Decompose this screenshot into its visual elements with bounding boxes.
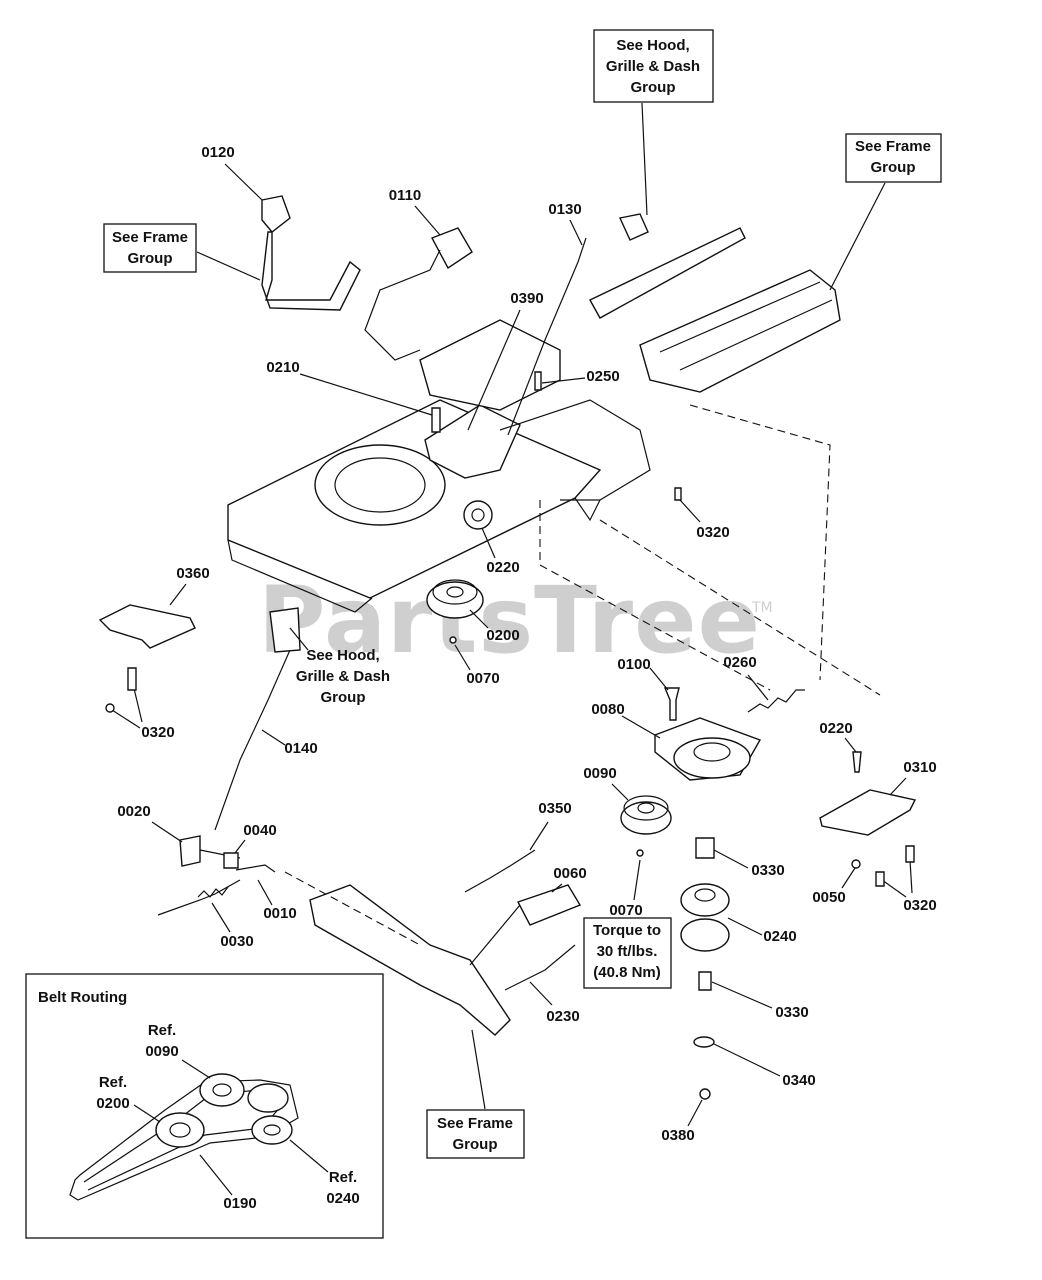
label-0320-right: 0320 [903, 897, 936, 914]
label-0090: 0090 [583, 765, 616, 782]
part-0100-bolt [663, 687, 680, 721]
label-0120: 0120 [201, 144, 234, 161]
label-0250: 0250 [586, 368, 619, 385]
callout-frame-left: See Frame Group [103, 223, 261, 281]
svg-text:Group: Group [128, 250, 173, 267]
part-0090-pulley [620, 795, 672, 835]
callout-frame-right: See Frame Group [829, 133, 942, 291]
svg-text:Grille & Dash: Grille & Dash [606, 58, 700, 75]
svg-text:Torque to: Torque to [593, 922, 661, 939]
part-0330-spacer-low [698, 971, 712, 991]
svg-text:Group: Group [321, 689, 366, 706]
svg-text:See Hood,: See Hood, [306, 647, 379, 664]
svg-text:(40.8 Nm): (40.8 Nm) [593, 964, 661, 981]
label-0240: 0240 [763, 928, 796, 945]
part-0380-nut [699, 1088, 711, 1100]
inset-label-0190: 0190 [223, 1195, 256, 1212]
label-0330-top: 0330 [751, 862, 784, 879]
label-0140: 0140 [284, 740, 317, 757]
part-0350-pedal-arm [309, 849, 582, 1036]
svg-text:Group: Group [453, 1136, 498, 1153]
svg-text:30 ft/lbs.: 30 ft/lbs. [597, 943, 658, 960]
part-0200-pulley [426, 579, 484, 619]
label-0030: 0030 [220, 933, 253, 950]
svg-text:See Frame: See Frame [855, 138, 931, 155]
part-0020-linkage [157, 835, 276, 916]
part-0360-bracket [98, 604, 196, 649]
callout-hood-top: See Hood, Grille & Dash Group [593, 29, 714, 216]
label-0110: 0110 [389, 187, 422, 204]
label-0340: 0340 [782, 1072, 815, 1089]
label-0020: 0020 [117, 803, 150, 820]
inset-ref-0200-a: Ref. [99, 1074, 127, 1091]
svg-text:Grille & Dash: Grille & Dash [296, 668, 390, 685]
label-0360: 0360 [176, 565, 209, 582]
label-0040: 0040 [243, 822, 276, 839]
part-labels: 0120 0110 0130 0390 0210 0250 0320 0220 … [105, 144, 937, 1144]
part-0260-spring [747, 689, 805, 713]
callout-torque: Torque to 30 ft/lbs. (40.8 Nm) [583, 917, 672, 989]
callout-hood-mid: See Hood, Grille & Dash Group [289, 627, 390, 706]
belt-path-dashed [284, 404, 881, 946]
label-0010: 0010 [263, 905, 296, 922]
hood-bracket [618, 213, 649, 241]
part-0330-spacer-top [695, 837, 715, 859]
inset-title: Belt Routing [38, 989, 127, 1006]
inset-ref-0200-b: 0200 [96, 1095, 129, 1112]
svg-text:See Frame: See Frame [112, 229, 188, 246]
label-0070-top: 0070 [466, 670, 499, 687]
part-0240-double-pulley [680, 883, 730, 952]
inset-ref-0240-a: Ref. [329, 1169, 357, 1186]
part-0310-bracket [819, 789, 917, 836]
label-0380: 0380 [661, 1127, 694, 1144]
label-0350: 0350 [538, 800, 571, 817]
inset-ref-0090-a: Ref. [148, 1022, 176, 1039]
label-0130: 0130 [548, 201, 581, 218]
label-0070-mid: 0070 [609, 902, 642, 919]
label-0390: 0390 [510, 290, 543, 307]
label-0230: 0230 [546, 1008, 579, 1025]
belt-routing-inset: Belt Routing Ref. 0090 Ref. 0200 Ref. 02… [25, 973, 384, 1239]
label-0210: 0210 [266, 359, 299, 376]
part-0110-pedal [364, 227, 473, 361]
label-0080: 0080 [591, 701, 624, 718]
watermark-tm: TM [751, 600, 773, 616]
inset-ref-0090-b: 0090 [145, 1043, 178, 1060]
svg-text:Group: Group [871, 159, 916, 176]
part-0220-pin [852, 751, 862, 773]
callout-frame-bottom: See Frame Group [426, 1029, 525, 1159]
label-0060: 0060 [553, 865, 586, 882]
label-0220-right: 0220 [819, 720, 852, 737]
part-0120-pedal [261, 195, 361, 311]
label-0050: 0050 [812, 889, 845, 906]
label-0200: 0200 [486, 627, 519, 644]
label-0260: 0260 [723, 654, 756, 671]
label-0310: 0310 [903, 759, 936, 776]
svg-text:See Frame: See Frame [437, 1115, 513, 1132]
label-0320-top: 0320 [696, 524, 729, 541]
chassis-frame [227, 227, 841, 613]
label-0220-top: 0220 [486, 559, 519, 576]
label-0330-low: 0330 [775, 1004, 808, 1021]
part-0340-washer [693, 1036, 715, 1048]
label-0100: 0100 [617, 656, 650, 673]
part-0080-idler-assembly [654, 717, 762, 781]
svg-text:Group: Group [631, 79, 676, 96]
svg-text:See Hood,: See Hood, [616, 37, 689, 54]
inset-ref-0240-b: 0240 [326, 1190, 359, 1207]
part-0140-rod [214, 649, 291, 831]
part-0140-bracket [269, 607, 301, 653]
part-0130-rod [507, 237, 587, 436]
label-0320-left: 0320 [141, 724, 174, 741]
